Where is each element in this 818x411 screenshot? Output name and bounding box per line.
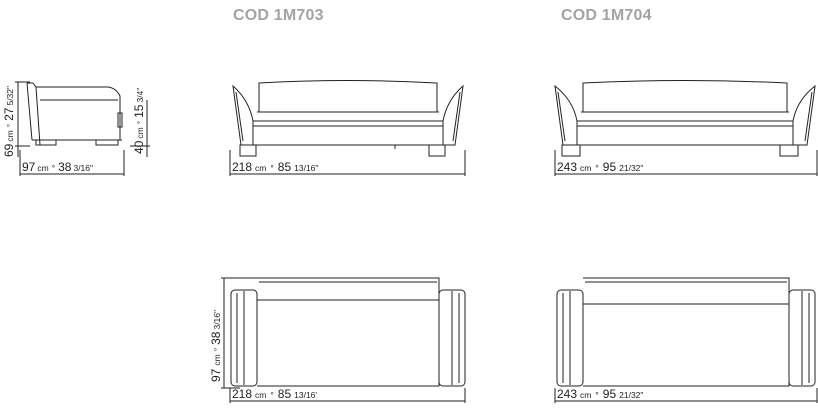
top-view-b-drawing bbox=[554, 277, 818, 403]
model-a-title: COD 1M703 bbox=[233, 7, 324, 24]
side-height-label: 69cm°275/32" bbox=[2, 86, 16, 157]
top-a-depth-label: 97cm°383/16" bbox=[209, 310, 223, 382]
front-view-b-drawing bbox=[554, 80, 818, 176]
top-view-a-drawing bbox=[221, 277, 466, 403]
side-view-drawing bbox=[15, 81, 150, 176]
front-view-a-drawing bbox=[229, 80, 466, 176]
model-b-title: COD 1M704 bbox=[561, 7, 652, 24]
side-seat-height-label: 40cm°153/4" bbox=[132, 88, 146, 154]
